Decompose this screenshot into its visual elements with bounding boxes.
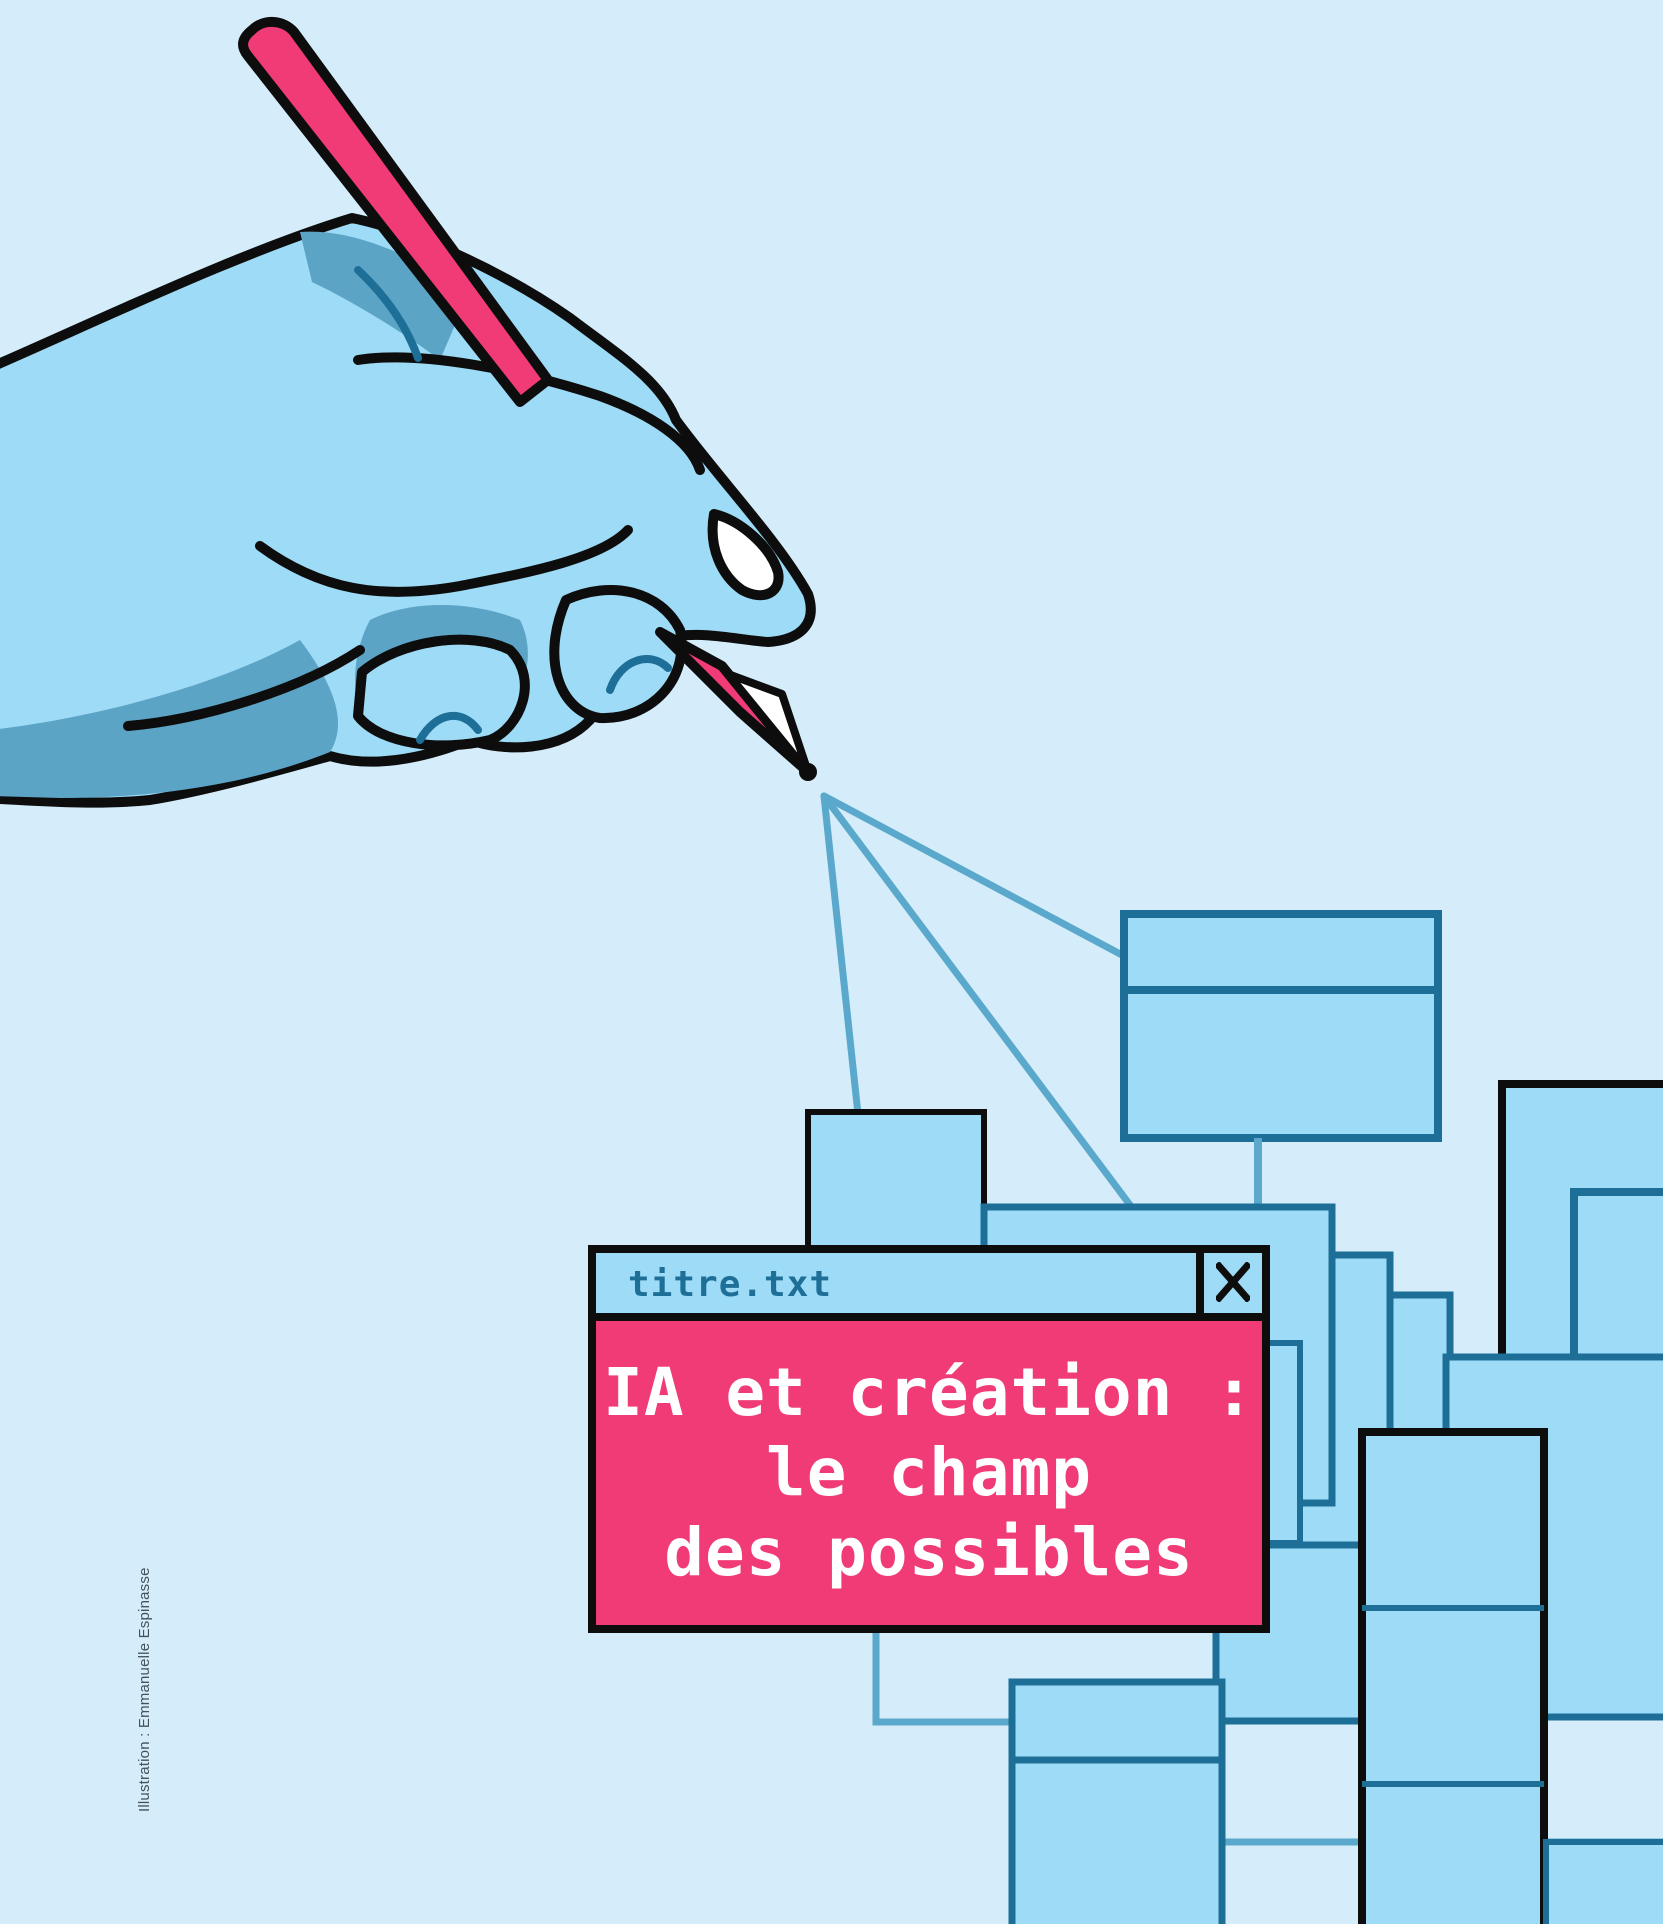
pencil-icon bbox=[238, 17, 817, 781]
window-filename: titre.txt bbox=[628, 1264, 833, 1305]
close-button[interactable] bbox=[1196, 1253, 1262, 1313]
close-icon bbox=[1216, 1262, 1250, 1302]
illustration-credit: Illustration : Emmanuelle Espinasse bbox=[136, 1567, 153, 1812]
window-body: IA et création : le champ des possibles bbox=[596, 1321, 1262, 1625]
window-titlebar[interactable]: titre.txt bbox=[596, 1253, 1262, 1321]
headline-line-3: des possibles bbox=[664, 1514, 1194, 1591]
headline-line-2: le champ bbox=[766, 1434, 1092, 1511]
hand-icon bbox=[0, 213, 816, 808]
text-window[interactable]: titre.txt IA et création : le champ des … bbox=[588, 1245, 1270, 1633]
headline-line-1: IA et création : bbox=[603, 1354, 1255, 1431]
